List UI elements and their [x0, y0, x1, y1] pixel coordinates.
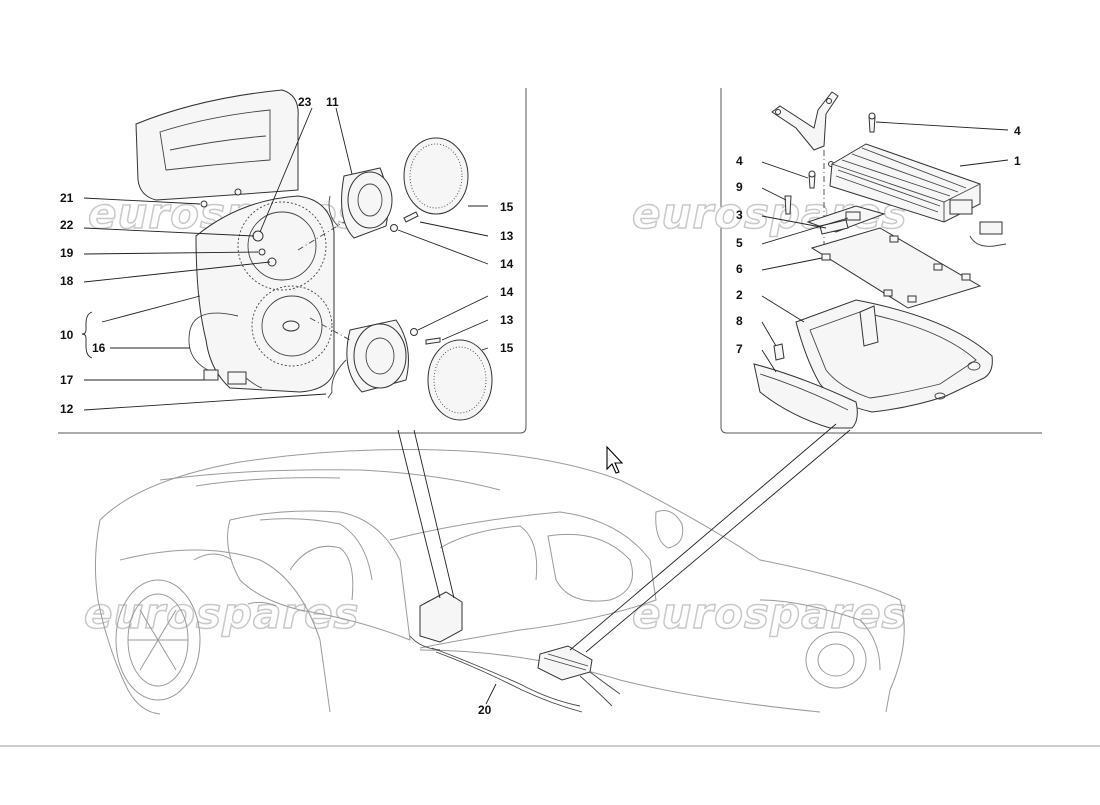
callout-label: 23: [298, 95, 312, 109]
tray-cover: [753, 363, 858, 429]
speaker-grille: [403, 137, 469, 215]
location-pointers: [397, 423, 851, 705]
left-leader-lines: [81, 107, 489, 411]
callout-label: 5: [736, 236, 743, 250]
clip: [773, 343, 785, 361]
callout-label: 20: [478, 703, 492, 717]
speaker-housing: [195, 195, 335, 393]
construction-lines: [297, 221, 351, 341]
harness-cable: [431, 647, 583, 713]
right-panel-frame: [720, 88, 1042, 434]
storage-tray: [795, 299, 993, 413]
upper-speaker: [328, 167, 393, 239]
amplifier-unit: [829, 143, 1007, 247]
callout-label: 9: [736, 180, 743, 194]
watermark: eurospares: [632, 189, 908, 238]
mounting-plate: [810, 227, 982, 309]
callout-label: 16: [92, 341, 106, 355]
callout-label: 11: [326, 95, 339, 109]
callout-label: 1: [1014, 154, 1021, 168]
screws-and-washers: [390, 211, 441, 345]
installed-speaker: [409, 591, 463, 651]
speaker-cover: [135, 89, 299, 208]
callout-label: 12: [60, 402, 74, 416]
callout-label: 19: [60, 246, 74, 260]
callout-label: 15: [500, 200, 514, 214]
callout-label: 4: [1014, 124, 1021, 138]
callout-label: 17: [60, 373, 74, 387]
callout-label: 3: [736, 208, 743, 222]
left-panel-frame: [58, 88, 527, 434]
callout-label: 4: [736, 154, 743, 168]
callout-label: 22: [60, 218, 74, 232]
callout-label: 21: [60, 191, 74, 205]
callout-label: 14: [500, 257, 514, 271]
callout-label: 13: [500, 313, 514, 327]
speaker-cable: [188, 312, 263, 389]
callout-label: 7: [736, 342, 743, 356]
callout-label: 13: [500, 229, 514, 243]
lower-speaker: [327, 319, 409, 399]
callout-label: 14: [500, 285, 514, 299]
callout-label: 8: [736, 314, 743, 328]
installed-amplifier: [537, 645, 621, 707]
watermark: eurospares: [632, 589, 908, 638]
callout-label: 15: [500, 341, 514, 355]
callout-label: 18: [60, 274, 74, 288]
speaker-grille: [427, 339, 493, 421]
car-outline: [94, 449, 905, 715]
callout-label: 2: [736, 288, 743, 302]
callout-label: 10: [60, 328, 74, 342]
mouse-pointer-icon: [606, 445, 624, 474]
screws: [784, 112, 876, 215]
right-leader-lines: [761, 121, 1009, 373]
callout-label: 6: [736, 262, 743, 276]
